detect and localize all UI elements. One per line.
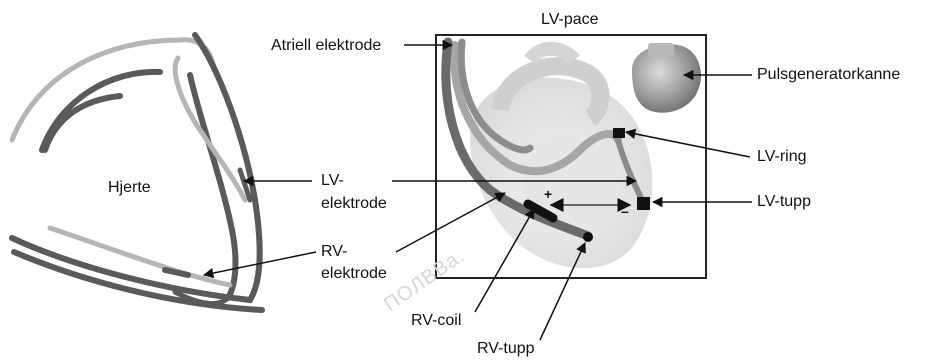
schematic-heart [12, 35, 262, 310]
lv-lead-label-line2: elektrode [321, 195, 387, 213]
lv-lead-label-line1: LV- [321, 172, 344, 190]
atrial-lead-label: Atriell elektrode [271, 37, 381, 55]
heart-label: Hjerte [108, 179, 151, 197]
diagram-title: LV-pace [541, 11, 599, 29]
rv-lead-label-line2: elektrode [321, 265, 387, 283]
lv-ring-label: LV-ring [757, 148, 807, 166]
pulse-generator-label: Pulsgeneratorkanne [757, 66, 900, 84]
rv-lead-label-line1: RV- [321, 243, 347, 261]
plus-sign: + [544, 186, 552, 202]
rv-tip-label: RV-tupp [477, 340, 535, 358]
rv-coil-label: RV-coil [411, 312, 461, 330]
minus-sign: – [621, 203, 629, 219]
lv-tip-label: LV-tupp [757, 193, 811, 211]
